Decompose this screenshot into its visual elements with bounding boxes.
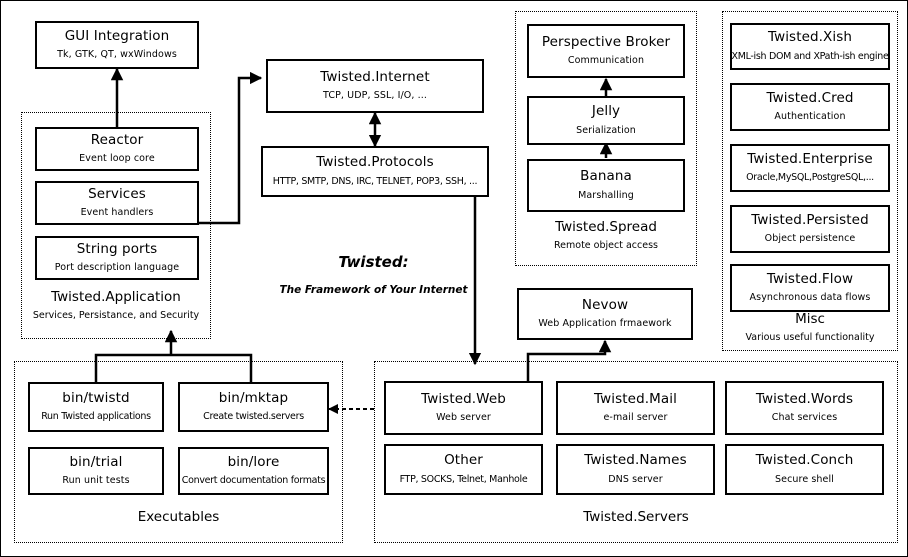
box-sub-twisted-internet: TCP, UDP, SSL, I/O, ... [323, 90, 427, 102]
box-sub-services: Event handlers [80, 207, 154, 219]
box-twisted-words[interactable]: Twisted.Words Chat services [725, 381, 884, 435]
group-title-misc: Misc [795, 311, 825, 327]
box-title-twisted-words: Twisted.Words [755, 390, 854, 407]
group-misc [722, 11, 898, 351]
box-title-twisted-protocols: Twisted.Protocols [316, 154, 434, 171]
group-label-twisted-spread: Twisted.Spread Remote object access [515, 219, 697, 252]
box-twisted-persisted[interactable]: Twisted.Persisted Object persistence [730, 205, 890, 253]
box-sub-twisted-names: DNS server [608, 473, 663, 485]
box-title-twisted-cred: Twisted.Cred [766, 89, 854, 106]
box-sub-other: FTP, SOCKS, Telnet, Manhole [399, 473, 528, 485]
group-title-twisted-spread: Twisted.Spread [555, 219, 657, 235]
group-sub-misc: Various useful functionality [745, 332, 875, 344]
box-sub-twisted-persisted: Object persistence [764, 233, 856, 245]
box-twisted-names[interactable]: Twisted.Names DNS server [556, 444, 715, 495]
box-title-twisted-internet: Twisted.Internet [320, 68, 430, 85]
box-jelly[interactable]: Jelly Serialization [527, 96, 685, 145]
box-sub-twisted-enterprise: Oracle,MySQL,PostgreSQL,... [746, 172, 874, 184]
group-title-twisted-application: Twisted.Application [51, 289, 181, 305]
box-twisted-mail[interactable]: Twisted.Mail e-mail server [556, 381, 715, 435]
box-sub-twisted-conch: Secure shell [775, 473, 834, 485]
tagline-name: Twisted: [338, 253, 409, 271]
group-title-executables: Executables [137, 509, 220, 525]
box-gui-integration[interactable]: GUI Integration Tk, GTK, QT, wxWindows [35, 21, 199, 69]
box-sub-nevow: Web Application frmaework [538, 318, 672, 330]
box-sub-perspective-broker: Communication [567, 55, 645, 67]
box-twisted-conch[interactable]: Twisted.Conch Secure shell [725, 444, 884, 495]
group-label-executables: Executables [14, 509, 343, 525]
box-services[interactable]: Services Event handlers [35, 181, 199, 225]
box-sub-twisted-web: Web server [436, 412, 491, 424]
box-title-perspective-broker: Perspective Broker [541, 33, 671, 50]
box-sub-twisted-protocols: HTTP, SMTP, DNS, IRC, TELNET, POP3, SSH,… [272, 175, 478, 187]
box-bin-trial[interactable]: bin/trial Run unit tests [28, 447, 164, 495]
tagline: Twisted: The Framework of Your Internet [266, 253, 481, 296]
group-sub-twisted-application: Services, Persistance, and Security [32, 310, 200, 322]
box-title-twisted-persisted: Twisted.Persisted [751, 211, 869, 228]
box-sub-string-ports: Port description language [54, 262, 180, 274]
box-sub-twisted-words: Chat services [771, 412, 838, 424]
group-sub-twisted-spread: Remote object access [554, 240, 658, 252]
box-perspective-broker[interactable]: Perspective Broker Communication [527, 24, 685, 78]
box-bin-lore[interactable]: bin/lore Convert documentation formats [178, 447, 329, 495]
box-sub-twisted-mail: e-mail server [603, 412, 668, 424]
box-bin-twistd[interactable]: bin/twistd Run Twisted applications [28, 382, 164, 432]
box-sub-bin-twistd: Run Twisted applications [41, 411, 151, 423]
box-string-ports[interactable]: String ports Port description language [35, 236, 199, 280]
box-sub-jelly: Serialization [576, 124, 636, 136]
box-title-twisted-flow: Twisted.Flow [766, 270, 854, 287]
box-title-services: Services [88, 185, 146, 202]
box-title-bin-trial: bin/trial [69, 453, 123, 470]
group-label-misc: Misc Various useful functionality [722, 311, 898, 344]
box-sub-bin-trial: Run unit tests [62, 475, 130, 487]
box-title-nevow: Nevow [581, 296, 629, 313]
box-title-bin-lore: bin/lore [227, 453, 280, 470]
box-title-bin-twistd: bin/twistd [62, 389, 130, 406]
group-label-twisted-application: Twisted.Application Services, Persistanc… [21, 289, 211, 322]
box-sub-gui-integration: Tk, GTK, QT, wxWindows [57, 49, 177, 61]
box-nevow[interactable]: Nevow Web Application frmaework [517, 288, 693, 340]
box-sub-reactor: Event loop core [79, 153, 155, 165]
box-title-string-ports: String ports [76, 240, 158, 257]
group-twisted-servers [374, 361, 898, 543]
box-title-gui-integration: GUI Integration [64, 27, 170, 44]
group-title-twisted-servers: Twisted.Servers [583, 509, 689, 525]
box-twisted-enterprise[interactable]: Twisted.Enterprise Oracle,MySQL,PostgreS… [730, 144, 890, 192]
box-twisted-protocols[interactable]: Twisted.Protocols HTTP, SMTP, DNS, IRC, … [261, 146, 489, 197]
group-twisted-spread [515, 11, 697, 266]
box-banana[interactable]: Banana Marshalling [527, 159, 685, 212]
box-twisted-xish[interactable]: Twisted.Xish XML-ish DOM and XPath-ish e… [730, 23, 890, 70]
box-twisted-flow[interactable]: Twisted.Flow Asynchronous data flows [730, 264, 890, 312]
box-title-bin-mktap: bin/mktap [218, 389, 289, 406]
box-title-jelly: Jelly [591, 103, 621, 120]
box-sub-twisted-flow: Asynchronous data flows [749, 292, 871, 304]
box-sub-banana: Marshalling [578, 189, 634, 201]
box-title-banana: Banana [580, 168, 632, 185]
box-title-twisted-enterprise: Twisted.Enterprise [747, 150, 873, 167]
box-other[interactable]: Other FTP, SOCKS, Telnet, Manhole [384, 444, 543, 495]
box-twisted-cred[interactable]: Twisted.Cred Authentication [730, 83, 890, 131]
group-label-twisted-servers: Twisted.Servers [374, 509, 898, 525]
box-bin-mktap[interactable]: bin/mktap Create twisted.servers [178, 382, 329, 432]
box-title-twisted-conch: Twisted.Conch [755, 452, 854, 469]
box-title-twisted-names: Twisted.Names [584, 452, 687, 469]
box-sub-twisted-xish: XML-ish DOM and XPath-ish engine [731, 50, 889, 62]
box-title-twisted-mail: Twisted.Mail [594, 390, 677, 407]
box-twisted-web[interactable]: Twisted.Web Web server [384, 381, 543, 435]
box-sub-bin-mktap: Create twisted.servers [203, 411, 304, 423]
box-sub-twisted-cred: Authentication [774, 111, 846, 123]
box-sub-bin-lore: Convert documentation formats [181, 475, 326, 487]
box-title-twisted-web: Twisted.Web [421, 390, 506, 407]
tagline-slogan: The Framework of Your Internet [279, 284, 468, 296]
box-title-twisted-xish: Twisted.Xish [767, 29, 853, 46]
box-reactor[interactable]: Reactor Event loop core [35, 127, 199, 171]
box-twisted-internet[interactable]: Twisted.Internet TCP, UDP, SSL, I/O, ... [266, 59, 484, 113]
box-title-other: Other [444, 452, 483, 469]
box-title-reactor: Reactor [90, 131, 144, 148]
